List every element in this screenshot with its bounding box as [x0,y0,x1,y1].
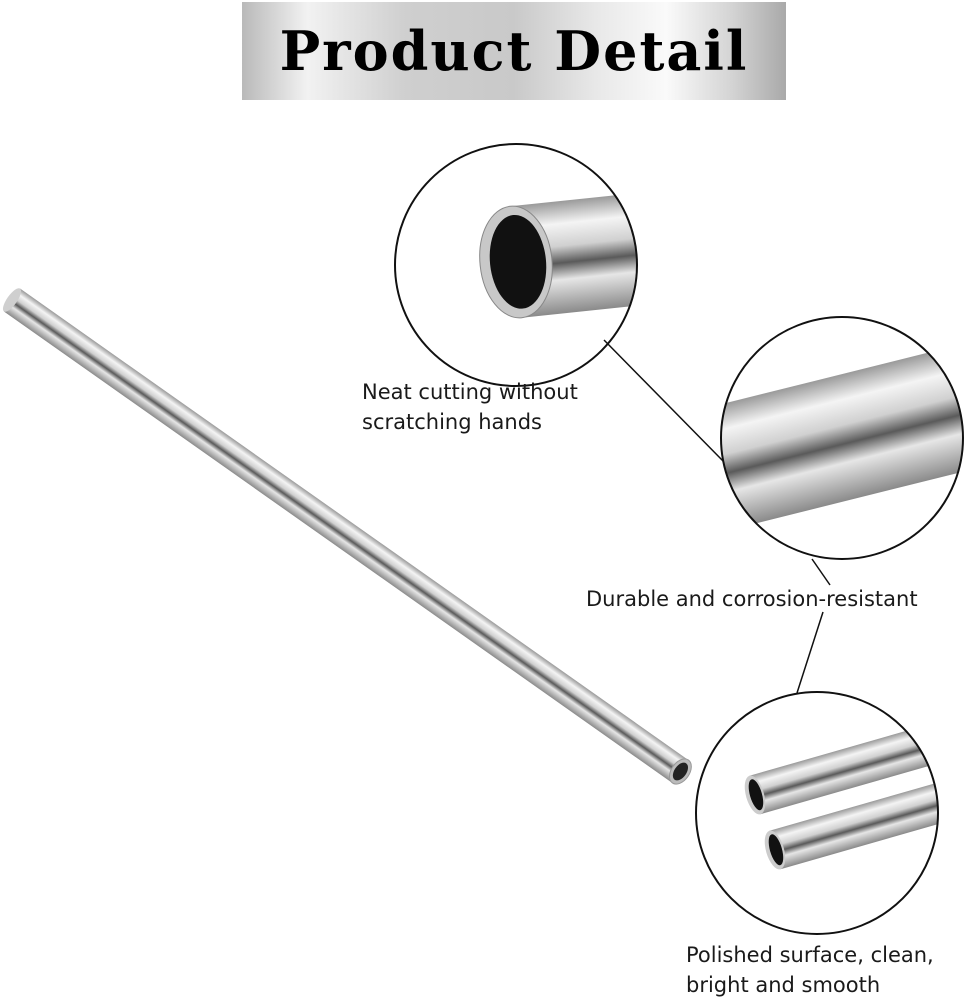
callout-line: Neat cutting without [362,380,578,404]
banner-title: Product Detail [279,19,749,83]
long-tube [2,288,692,785]
callout-polished: Polished surface, clean, bright and smoo… [686,940,934,1000]
detail-circle-polished [695,691,939,935]
callout-line: bright and smooth [686,973,881,997]
detail-circle-cut-end [394,143,638,387]
callout-line: Durable and corrosion-resistant [586,587,918,611]
connector-line [796,611,824,694]
connector-line [811,558,831,586]
callout-neat-cutting: Neat cutting without scratching hands [362,377,578,437]
detail-circle-surface [720,316,964,560]
callout-line: Polished surface, clean, [686,943,934,967]
connector-line [603,339,725,463]
title-banner: Product Detail [242,2,786,100]
callout-durable: Durable and corrosion-resistant [586,584,918,614]
callout-line: scratching hands [362,410,542,434]
